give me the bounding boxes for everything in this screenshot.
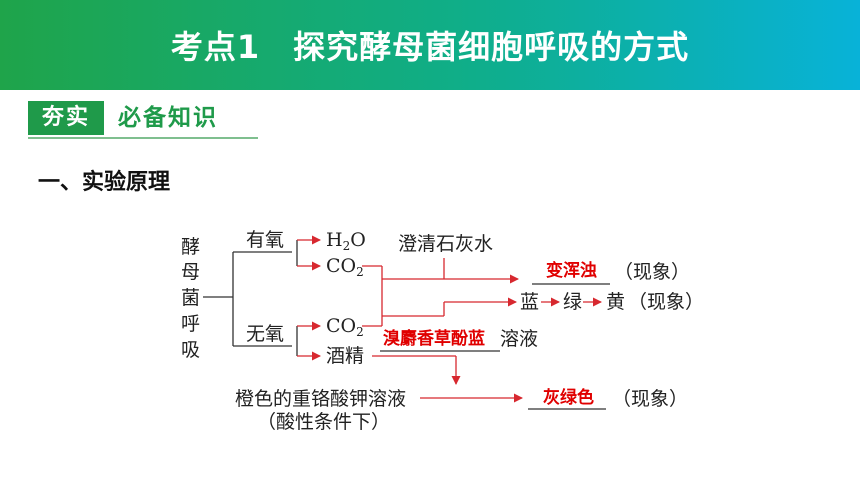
h2o-label: H2O [326,229,366,253]
root-char: 呼 [181,313,200,335]
page-title: 考点1 探究酵母菌细胞呼吸的方式 [170,28,690,66]
section-heading: 一、实验原理 [38,170,171,195]
phenomenon-label: （现象） [628,291,704,313]
dichromate-label: 橙色的重铬酸钾溶液 [235,388,406,410]
solution-label: 溶液 [500,328,538,350]
answer-turbid: 变浑浊 [546,260,597,281]
arrow-group [297,235,602,403]
title-banner: 考点1 探究酵母菌细胞呼吸的方式 [0,0,860,90]
acid-condition-label: （酸性条件下） [257,411,390,433]
anaerobic-label: 无氧 [246,323,284,345]
root-char: 菌 [181,287,200,309]
badge-left-label: 夯实 [28,101,104,135]
co2-aerobic-label: CO2 [326,255,364,279]
badge-right-label: 必备知识 [118,105,218,131]
aerobic-label: 有氧 [246,229,284,251]
root-char: 母 [181,261,200,283]
limewater-label: 澄清石灰水 [398,233,493,255]
branch-lines [203,240,298,356]
co2-anaerobic-label: CO2 [326,315,364,339]
alcohol-label: 酒精 [326,345,364,367]
answer-graygreen: 灰绿色 [543,387,594,408]
color-yellow: 黄 [606,291,625,313]
root-char: 吸 [181,339,200,361]
color-green: 绿 [563,291,582,313]
answer-indicator: 溴麝香草酚蓝 [383,328,485,349]
badge-underline [28,137,258,139]
root-char: 酵 [181,236,200,258]
color-blue: 蓝 [520,291,539,313]
phenomenon-label: （现象） [612,388,688,410]
phenomenon-label: （现象） [614,261,690,283]
